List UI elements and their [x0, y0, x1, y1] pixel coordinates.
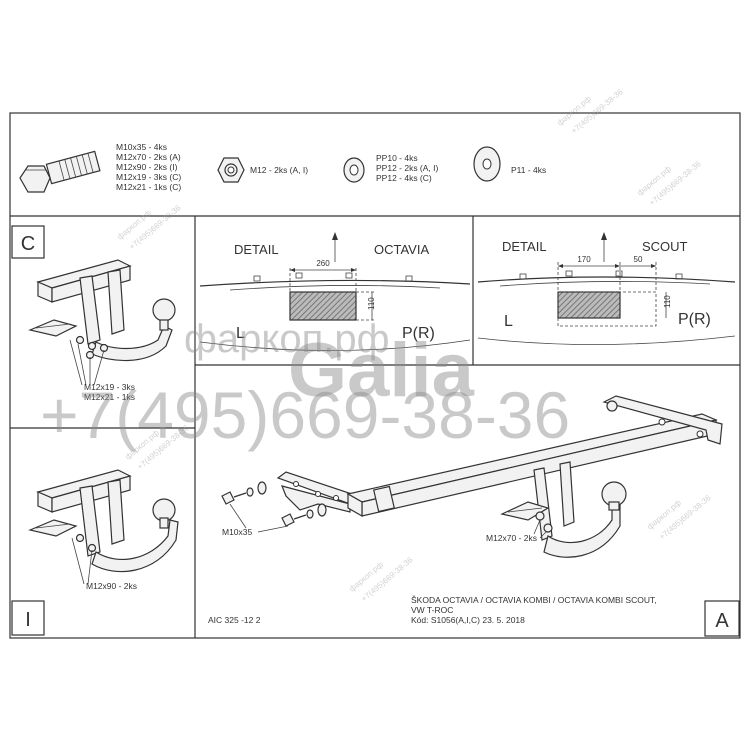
svg-text:L: L — [236, 325, 245, 342]
bom-washer-line-1: PP10 - 4ks — [376, 153, 418, 163]
svg-text:110: 110 — [663, 295, 672, 308]
drawing-frame — [9, 112, 741, 639]
kit-code-date: Kód: S1056(A,I,C) 23. 5. 2018 — [411, 615, 525, 625]
panel-a-bolt-label: M10x35 — [222, 527, 253, 537]
svg-text:SCOUT: SCOUT — [642, 239, 688, 254]
panel-c-label-2: M12x21 - 1ks — [84, 392, 135, 402]
vehicle-title-line-1: ŠKODA OCTAVIA / OCTAVIA KOMBI / OCTAVIA … — [411, 595, 657, 605]
panel-c-letter-box: C — [11, 225, 45, 259]
panel-a-bolt-label-2: M12x70 - 2ks — [486, 533, 537, 543]
panel-i-towbar-drawing — [28, 469, 179, 585]
svg-text:DETAIL: DETAIL — [502, 239, 547, 254]
svg-text:260: 260 — [316, 259, 330, 268]
drawing-code: AIC 325 -12 2 — [208, 615, 261, 625]
svg-text:170: 170 — [577, 255, 591, 264]
bom-bolt-line-3: M12x90 - 2ks (I) — [116, 162, 178, 172]
bom-bolt-icon — [19, 150, 101, 193]
bom-bolt-line-5: M12x21 - 1ks (C) — [116, 182, 181, 192]
bom-washer-line-3: PP12 - 4ks (C) — [376, 173, 432, 183]
panel-i-label: M12x90 - 2ks — [86, 581, 137, 591]
bom-nut-label: M12 - 2ks (A, I) — [250, 165, 308, 175]
bom-nut-icon — [217, 157, 245, 183]
detail-scout-drawing: DETAIL SCOUT 170 50 110 L P(R) — [477, 232, 736, 345]
panel-a-letter-box: A — [704, 600, 740, 637]
bom-bolt-line-4: M12x19 - 3ks (C) — [116, 172, 181, 182]
svg-text:L: L — [504, 313, 513, 330]
panel-c-towbar-drawing — [28, 259, 176, 386]
svg-text:I: I — [25, 609, 31, 631]
panel-i-letter-box: I — [11, 600, 45, 636]
svg-text:DETAIL: DETAIL — [234, 242, 279, 257]
bom-large-washer-icon — [473, 146, 501, 182]
svg-text:110: 110 — [367, 297, 376, 310]
bom-small-washer-icon — [343, 157, 365, 183]
bom-bolt-line-2: M12x70 - 2ks (A) — [116, 152, 181, 162]
svg-text:50: 50 — [634, 255, 643, 264]
watermark-site: фаркоп.рф — [184, 317, 390, 361]
bom-washer-line-2: PP12 - 2ks (A, I) — [376, 163, 439, 173]
watermark-brand: Galia — [288, 328, 475, 413]
panel-a-towbar-drawing — [221, 395, 723, 558]
svg-text:A: A — [715, 610, 729, 632]
svg-text:OCTAVIA: OCTAVIA — [374, 242, 429, 257]
vehicle-title-line-2: VW T-ROC — [411, 605, 453, 615]
svg-text:P(R): P(R) — [678, 311, 711, 328]
panel-c-label-1: M12x19 - 3ks — [84, 382, 135, 392]
svg-text:P(R): P(R) — [402, 325, 435, 342]
bom-bolt-line-1: M10x35 - 4ks — [116, 142, 167, 152]
bom-large-washer-label: P11 - 4ks — [511, 165, 546, 175]
detail-octavia-drawing: DETAIL OCTAVIA 260 110 L P(R) — [199, 232, 471, 351]
watermark-phone: +7(495)669-38-36 — [40, 378, 570, 452]
svg-text:C: C — [21, 233, 35, 255]
